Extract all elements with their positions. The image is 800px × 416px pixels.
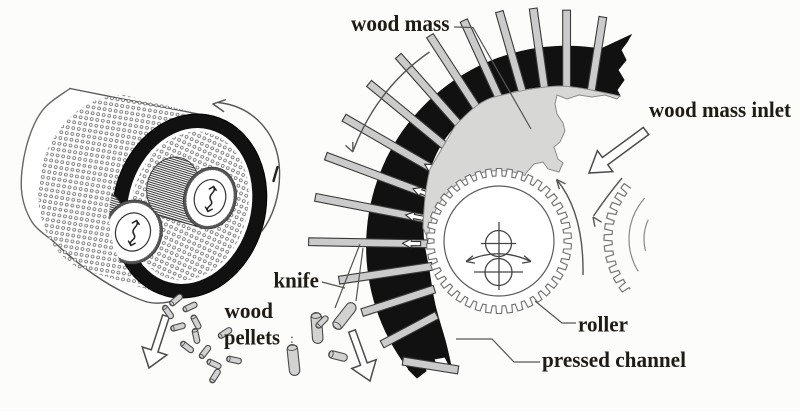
- svg-text:knife: knife: [274, 268, 320, 293]
- svg-text::: :: [290, 332, 294, 347]
- svg-text:wood mass: wood mass: [351, 11, 450, 36]
- svg-text:pellets: pellets: [224, 324, 280, 349]
- svg-text:wood mass inlet: wood mass inlet: [649, 97, 792, 122]
- svg-text:pressed channel: pressed channel: [542, 347, 686, 372]
- svg-text:roller: roller: [578, 312, 628, 337]
- svg-text:wood: wood: [225, 298, 274, 323]
